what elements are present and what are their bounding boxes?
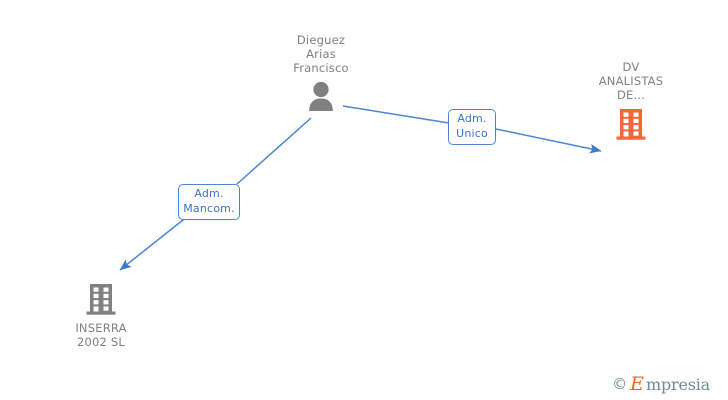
- edge-line-mancom-to-inserra: [119, 215, 189, 271]
- node-person-dieguez-arias-francisco[interactable]: Dieguez Arias Francisco: [261, 33, 381, 111]
- empresia-watermark: © E mpresia: [612, 375, 710, 394]
- building-icon: [86, 284, 116, 315]
- edge-label-adm-mancom[interactable]: Adm. Mancom.: [178, 184, 240, 220]
- node-company-inserra-2002-sl[interactable]: INSERRA 2002 SL: [42, 282, 160, 349]
- edge-label-adm-unico[interactable]: Adm. Unico: [448, 109, 496, 145]
- edge-line-person-to-mancom: [236, 117, 312, 185]
- node-company-dv-label: DV ANALISTAS DE...: [598, 60, 664, 102]
- node-person-label: Dieguez Arias Francisco: [293, 33, 349, 75]
- brand-name: mpresia: [646, 374, 710, 394]
- brand-initial: E: [630, 373, 644, 395]
- person-icon: [309, 81, 333, 111]
- node-company-inserra-label: INSERRA 2002 SL: [75, 321, 127, 349]
- copyright-icon: ©: [612, 375, 628, 393]
- building-icon: [616, 109, 646, 140]
- node-company-dv-analistas[interactable]: DV ANALISTAS DE...: [568, 60, 694, 141]
